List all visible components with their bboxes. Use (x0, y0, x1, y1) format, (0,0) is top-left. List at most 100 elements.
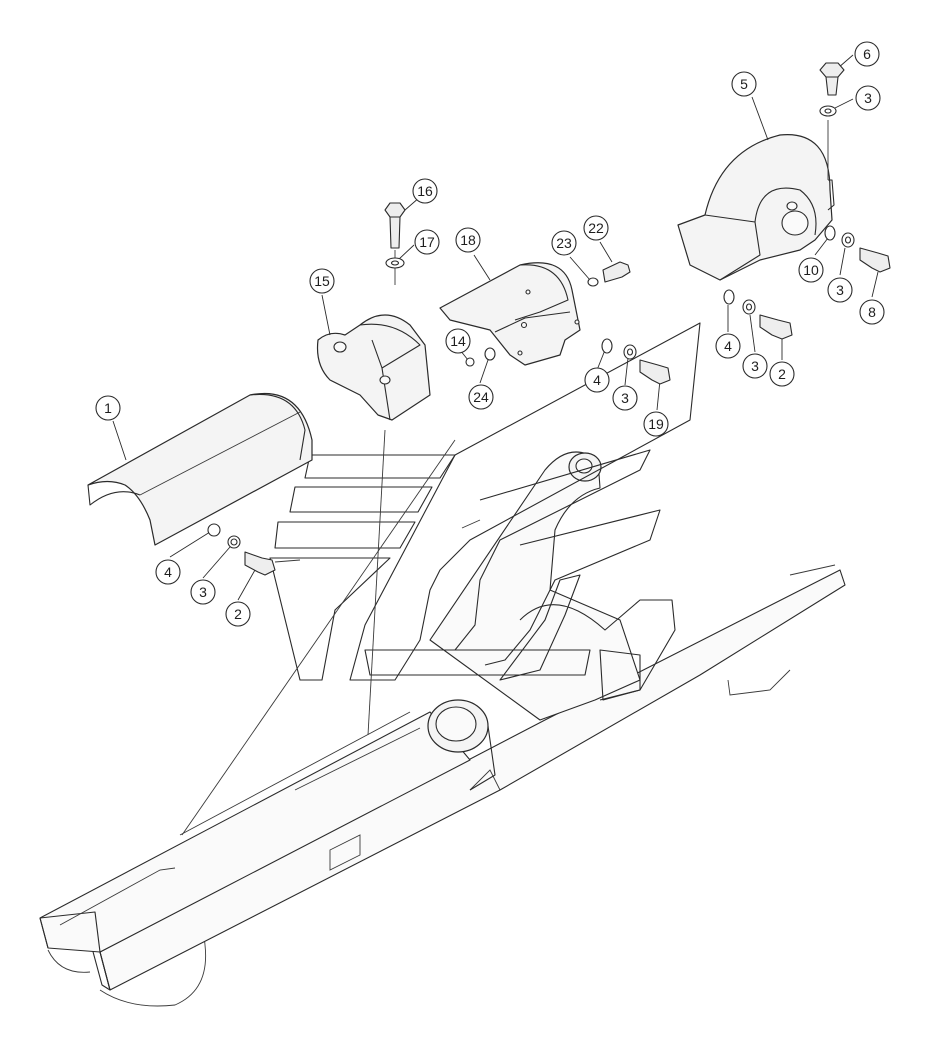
svg-text:15: 15 (314, 273, 330, 289)
svg-text:4: 4 (593, 372, 601, 388)
leader-1 (112, 420, 127, 461)
cross-member (519, 599, 676, 701)
chain-cover-rear-curve (249, 393, 306, 461)
svg-text:14: 14 (450, 333, 466, 349)
decal-bottom-hook (499, 574, 581, 681)
bracket-top-face (359, 323, 421, 369)
chain-guide-lower (727, 669, 791, 696)
leader-4b (596, 349, 606, 371)
leader-3b (624, 357, 629, 386)
sprocket-cover-tab (827, 179, 835, 211)
decal-large-swoosh (349, 322, 701, 681)
beam-inner-line (59, 867, 176, 926)
leader-22 (599, 241, 613, 263)
washer-10-icon (824, 225, 836, 241)
svg-text:17: 17 (419, 234, 435, 250)
svg-text:8: 8 (868, 304, 876, 320)
callout-3e: 3 (742, 353, 768, 379)
washer-3d-hole (844, 236, 852, 244)
part-15-bracket (316, 314, 431, 421)
pivot-tube-side (469, 725, 496, 791)
leader-19 (656, 379, 661, 411)
decal-swoosh-3 (484, 509, 661, 666)
washer-3b-hole (626, 348, 634, 356)
callout-17: 17 (414, 229, 440, 255)
svg-text:3: 3 (836, 282, 844, 298)
decal-stripes (269, 322, 701, 681)
svg-text:22: 22 (588, 220, 604, 236)
bracket-body (316, 314, 431, 421)
leader-5 (751, 96, 769, 141)
svg-text:4: 4 (724, 338, 732, 354)
washer-4c-icon (723, 289, 735, 305)
bolt-6-head-icon (819, 62, 845, 78)
leader-24 (479, 359, 489, 384)
svg-text:19: 19 (648, 416, 664, 432)
bolt-19-icon (639, 359, 671, 385)
callout-8: 8 (859, 299, 885, 325)
washer-24-icon (484, 347, 496, 361)
callout-23: 23 (551, 230, 577, 256)
svg-text:18: 18 (460, 232, 476, 248)
decal-chevron-left (269, 557, 391, 681)
chain-cover-body (87, 393, 313, 546)
callout-18: 18 (455, 227, 481, 253)
alignment-line-bracket (367, 429, 386, 736)
guard-curve (514, 264, 569, 321)
svg-text:2: 2 (234, 606, 242, 622)
guard-hole (520, 321, 528, 329)
bracket-hole-2 (379, 375, 391, 385)
leader-3a (202, 546, 231, 579)
swing-arm (39, 451, 846, 1007)
svg-text:3: 3 (864, 90, 872, 106)
bolt-22-icon (602, 261, 631, 283)
part-5-sprocket-cover (677, 134, 835, 281)
svg-text:10: 10 (803, 262, 819, 278)
leader-10 (814, 237, 829, 256)
beam-inner-line-2 (179, 711, 411, 836)
svg-text:3: 3 (621, 390, 629, 406)
callout-3c: 3 (855, 85, 881, 111)
beam-tip-top (789, 564, 836, 576)
beam-end-edge-left (39, 917, 49, 949)
callout-3b: 3 (612, 385, 638, 411)
sprocket-cover-body (677, 134, 833, 281)
guard-hole-2 (574, 319, 580, 325)
alignment-tick (461, 519, 481, 529)
svg-text:4: 4 (164, 564, 172, 580)
svg-text:3: 3 (199, 584, 207, 600)
pivot-tube-inner (435, 706, 477, 742)
callout-5: 5 (731, 71, 757, 97)
decal-swoosh-2 (454, 449, 651, 651)
part-18-chain-guard (439, 262, 581, 366)
leader-15 (321, 294, 331, 336)
callout-6: 6 (854, 41, 880, 67)
callout-4a: 4 (155, 559, 181, 585)
guard-body (439, 262, 581, 366)
washer-23-icon (587, 277, 599, 287)
beam-groove (294, 727, 421, 791)
beam-slot (329, 834, 361, 871)
callout-22: 22 (583, 215, 609, 241)
washer-14-icon (465, 357, 475, 367)
callout-4b: 4 (584, 367, 610, 393)
svg-text:2: 2 (778, 366, 786, 382)
svg-text:24: 24 (473, 389, 489, 405)
bolt-2b-icon (759, 314, 793, 340)
svg-text:3: 3 (751, 358, 759, 374)
bolt-2a-icon (244, 551, 276, 576)
bolt-16-shank (389, 216, 401, 249)
bolt-16-head-icon (384, 202, 406, 218)
washer-4a-icon (207, 523, 221, 537)
callout-19: 19 (643, 411, 669, 437)
tire-arc-left (47, 949, 91, 973)
callout-15: 15 (309, 268, 335, 294)
washer-17-hole (390, 260, 400, 266)
decal-stripe-3 (274, 521, 416, 549)
leader-2a (237, 569, 256, 601)
washer-4b-icon (601, 338, 613, 354)
bolt-6-shank (825, 76, 839, 96)
decal-stripe-1 (304, 454, 456, 479)
leader-17 (397, 244, 415, 261)
